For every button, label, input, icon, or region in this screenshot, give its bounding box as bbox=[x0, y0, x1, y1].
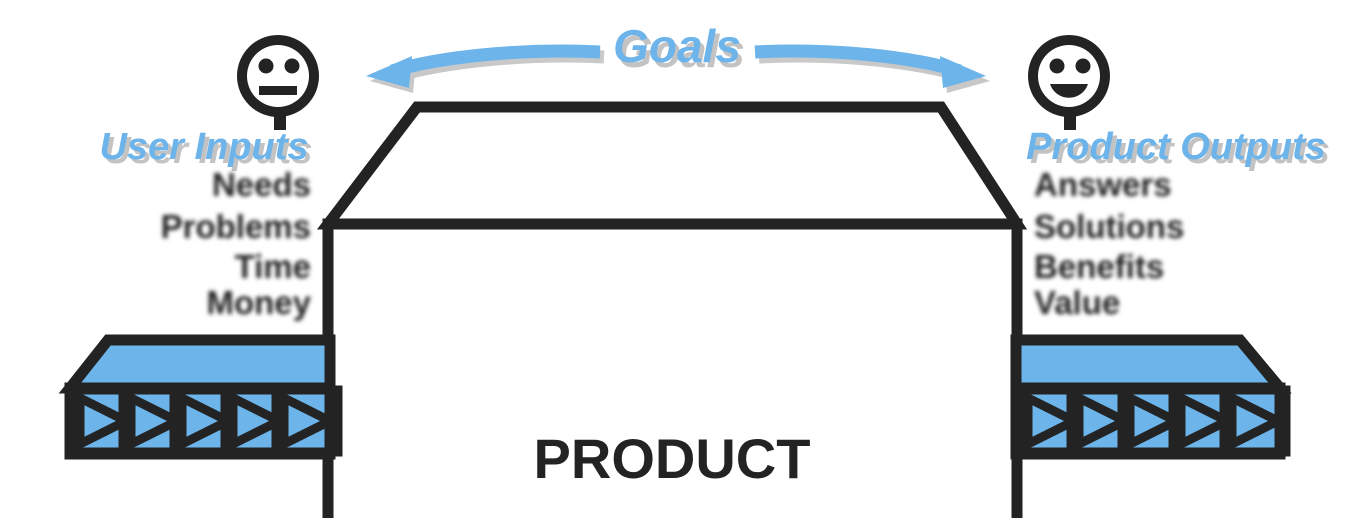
product-outputs-heading-group: Product Outputs Product Outputs bbox=[1026, 126, 1330, 172]
conveyor-arrow-cells bbox=[1020, 390, 1286, 452]
product-outputs-heading: Product Outputs bbox=[1026, 126, 1326, 168]
curved-arrow-right-icon bbox=[754, 44, 986, 88]
user-inputs-list: Needs Problems Time Money bbox=[161, 166, 312, 321]
list-item: Answers bbox=[1034, 166, 1172, 203]
list-item: Solutions bbox=[1034, 208, 1184, 245]
user-inputs-heading-shadow: User Inputs bbox=[103, 130, 312, 172]
curved-arrow-left-icon bbox=[366, 44, 601, 88]
user-inputs-heading-group: User Inputs User Inputs bbox=[99, 126, 312, 172]
list-item: Time bbox=[235, 248, 311, 285]
product-outputs-heading-shadow: Product Outputs bbox=[1030, 130, 1330, 172]
goals-label-group: Goals Goals bbox=[613, 20, 745, 77]
list-item: Value bbox=[1034, 284, 1120, 321]
user-inputs-heading: User Inputs bbox=[99, 126, 308, 168]
goals-arrow-group bbox=[366, 44, 990, 93]
goals-label-shadow: Goals bbox=[617, 25, 745, 77]
input-conveyor bbox=[58, 334, 338, 460]
neutral-face-icon bbox=[237, 35, 319, 130]
list-item: Needs bbox=[212, 166, 311, 203]
goals-label: Goals bbox=[613, 20, 741, 72]
smiley-face-icon bbox=[1028, 35, 1110, 130]
list-item: Money bbox=[206, 284, 311, 321]
page-title: PRODUCT bbox=[534, 427, 811, 490]
list-item: Problems bbox=[161, 208, 311, 245]
conveyor-arrow-cells bbox=[72, 390, 338, 452]
output-conveyor bbox=[1010, 334, 1292, 460]
product-outputs-list: Answers Solutions Benefits Value bbox=[1034, 166, 1184, 321]
list-item: Benefits bbox=[1034, 248, 1164, 285]
